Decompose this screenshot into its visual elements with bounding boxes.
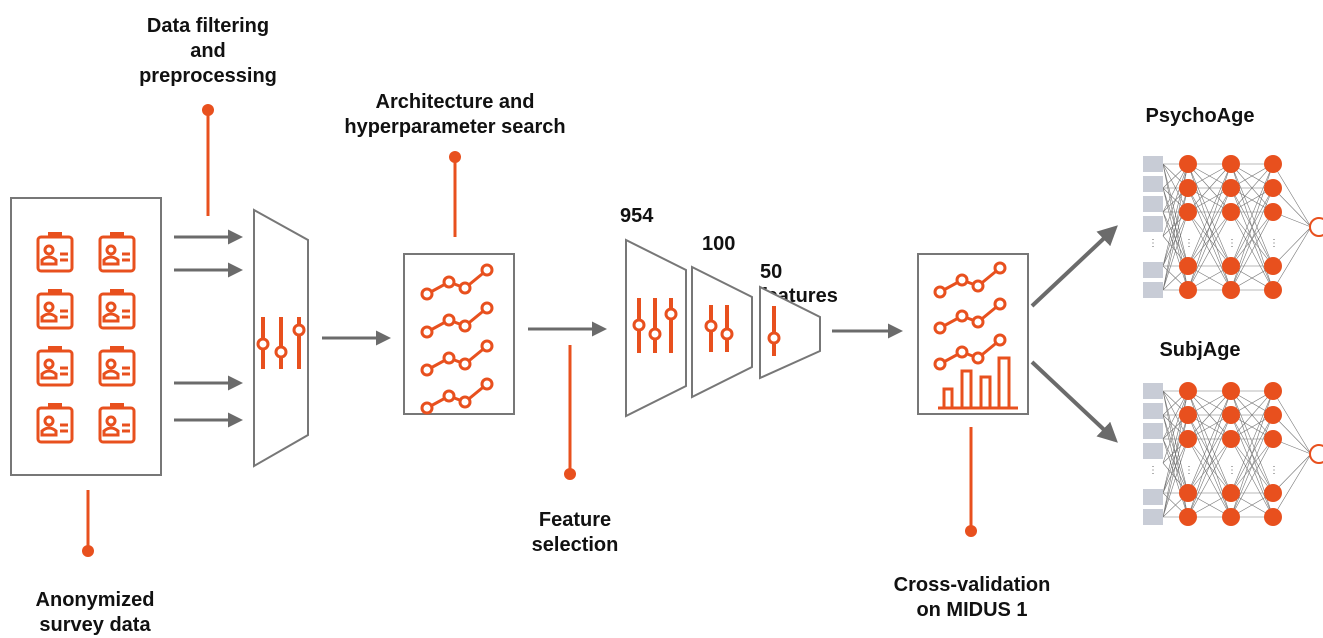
neural-network-icon [1142, 381, 1323, 527]
data-filtering-label: Data filtering and preprocessing [139, 15, 277, 87]
cross-validation-box [917, 253, 1029, 415]
architecture-box [403, 253, 515, 415]
bar-chart-icon [938, 356, 1018, 410]
sliders-icon [704, 305, 734, 352]
arrow-to-psychoage [1030, 225, 1118, 308]
count-100-label: 100 [702, 233, 736, 255]
psychoage-network [1142, 154, 1323, 300]
cross-validation-label: Cross-validation on MIDUS 1 [893, 574, 1051, 621]
feature-selection-label: Feature selection [531, 509, 619, 556]
feature-funnel-100 [691, 265, 753, 399]
filtering-block [253, 208, 309, 468]
neural-network-icon [1142, 154, 1323, 300]
input-arrows [174, 229, 243, 428]
sliders-icon [632, 298, 678, 353]
survey-data-box [10, 197, 162, 476]
architecture-pin [449, 151, 461, 237]
filtering-pin [202, 104, 214, 216]
survey-data-pin [82, 490, 94, 557]
sliders-icon [767, 306, 781, 356]
anonymized-survey-label: Anonymized survey data [35, 589, 155, 636]
feature-selection-pin [564, 345, 576, 480]
subjage-label: SubjAge [1159, 339, 1241, 361]
psychoage-label: PsychoAge [1145, 105, 1255, 127]
feature-funnel-954 [625, 238, 687, 418]
cross-validation-pin [965, 427, 977, 537]
count-954-label: 954 [620, 205, 654, 227]
feature-funnel-50 [759, 285, 821, 380]
sliders-icon [256, 317, 306, 369]
arrow-to-subjage [1030, 360, 1118, 443]
architecture-search-label: Architecture and hyperparameter search [344, 91, 566, 138]
subjage-network [1142, 381, 1323, 527]
